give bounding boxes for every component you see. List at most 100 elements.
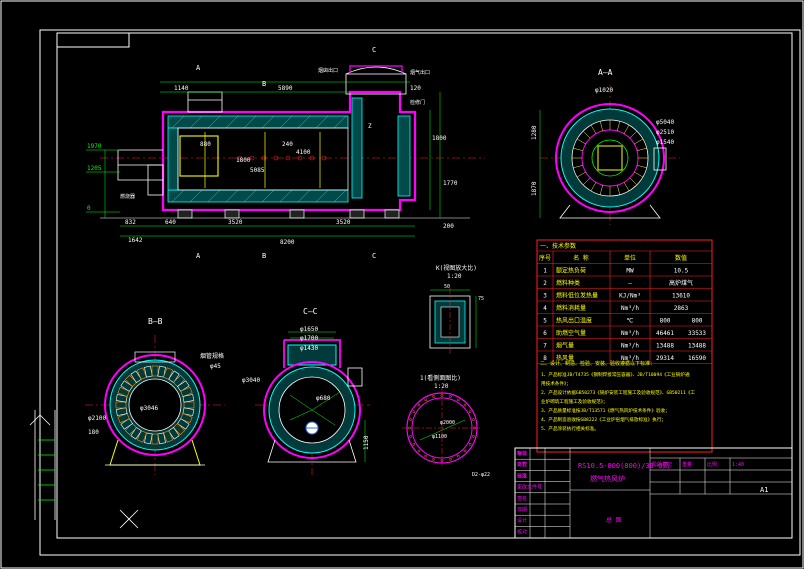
heat-tube: [120, 380, 133, 392]
heat-tube: [124, 422, 138, 436]
tb-cell-label: 批准: [517, 472, 527, 479]
section-marker: A: [196, 64, 201, 72]
table-cell: 13488: [656, 343, 674, 350]
table-cell: 46461: [656, 330, 674, 337]
tube-spoke: [582, 130, 591, 139]
dim-label: φ1700: [300, 335, 318, 342]
section-b-b-view: B—B φ3046 φ2100 180 烟管规格 φ45: [85, 317, 225, 475]
table-cell: 10.5: [674, 268, 689, 275]
level-label: 1205: [87, 165, 102, 172]
section-marker: C: [372, 252, 376, 260]
view-scale: 1:20: [434, 383, 449, 390]
table-title: 一、技术参数: [540, 242, 576, 250]
detail-ring-view: 1(看侧面图比) 1:20 φ1100 φ2000 D2-φ22: [402, 374, 490, 478]
dim-label: 3520: [228, 219, 243, 226]
table-cell: 2863: [674, 305, 689, 312]
table-cell: 8: [543, 355, 547, 362]
table-cell: ℃: [627, 318, 634, 325]
tb-right-cell: 比例: [707, 461, 717, 468]
note-line: 业炉砌筑工程施工及验收规范》；: [541, 398, 608, 405]
heat-tube: [115, 394, 128, 403]
view-title: K(视图放大比): [436, 264, 477, 272]
heat-tube: [182, 407, 195, 416]
heat-tube: [180, 386, 193, 398]
dim-label: φ2510: [656, 129, 674, 136]
heat-tube: [162, 430, 174, 443]
tube-spoke: [590, 182, 597, 192]
dim-label: φ680: [316, 395, 331, 402]
main-elevation-view: 1970 1205 0 1140 5890 120 832 640 3520 3…: [86, 46, 485, 260]
tube-spoke: [617, 184, 621, 195]
dim-label: 1280: [531, 125, 538, 140]
tube-spoke: [634, 171, 644, 178]
view-scale: 1:20: [447, 273, 462, 280]
dim-label: φ3046: [140, 405, 158, 412]
section-marker: B: [262, 252, 266, 260]
note-line: 5、产品涂装执行相关标准。: [541, 425, 599, 432]
table-cell: 热风量: [556, 354, 574, 362]
heat-tube: [115, 401, 127, 409]
dim-label: φ5040: [656, 119, 674, 126]
dim-label: 8200: [280, 239, 295, 246]
view-title: B—B: [148, 317, 163, 326]
table-cell: 3: [543, 293, 547, 300]
dim-label: 1150: [363, 435, 370, 450]
table-cell: 13488: [688, 343, 706, 350]
table-header: 序号: [539, 254, 551, 262]
dim-label: φ2000: [440, 420, 455, 426]
dim-label: 880: [200, 141, 211, 148]
table-cell: 800: [692, 318, 703, 325]
dim-label: 1870: [531, 181, 538, 196]
heat-tube: [117, 386, 130, 398]
tube-spoke: [629, 130, 638, 139]
table-header: 单位: [624, 254, 636, 262]
bolt-hole: [417, 403, 421, 407]
heat-tube: [182, 394, 195, 403]
level-label: 1970: [87, 143, 102, 150]
tube-spoke: [636, 147, 647, 151]
table-cell: 燃料种类: [556, 279, 580, 287]
table-cell: 13610: [672, 293, 690, 300]
level-label: 0: [87, 205, 91, 212]
table-cell: 高炉煤气: [669, 279, 693, 287]
dim-label: D2-φ22: [472, 472, 490, 478]
heat-tube: [151, 365, 159, 377]
tube-spoke: [576, 171, 586, 178]
tube-spoke: [599, 184, 603, 195]
note-line: 3、产品质量标准按JB/T13571《燃气热风炉技术条件》验收；: [541, 407, 670, 414]
table-cell: 燃料消耗量: [556, 304, 586, 312]
bolt-hole: [424, 454, 428, 458]
bolt-hole: [468, 442, 472, 446]
table-cell: 7: [543, 343, 547, 350]
tb-right-cell: 阶段标记: [652, 461, 672, 468]
dim-label: 640: [165, 219, 176, 226]
note-line: 用技术条件》；: [541, 380, 571, 387]
table-cell: 额定热负荷: [556, 267, 586, 275]
tb-right-cell: 重量: [682, 461, 692, 468]
table-cell: 烟气量: [556, 342, 574, 350]
heat-tube: [162, 367, 174, 380]
heat-tube: [177, 418, 190, 430]
section-c-c-view: C—C φ1650 φ1700 φ1430 φ3040 φ680 11: [242, 307, 370, 475]
note-line: 1、产品标准JB/T4735《钢制焊接常压容器》、JB/T10094《工业锅炉通: [541, 371, 690, 378]
tb-cell-label: 设计: [517, 517, 527, 524]
tb-cell-label: 标记: [517, 450, 527, 457]
dim-label: 1770: [443, 180, 458, 187]
tb-cell-label: 签名: [517, 495, 527, 502]
heat-tube: [144, 365, 153, 378]
table-cell: 5: [543, 318, 547, 325]
section-marker: C: [372, 46, 376, 54]
table-cell: 16590: [688, 355, 706, 362]
dim-label: 120: [410, 85, 421, 92]
bolt-hole: [409, 418, 412, 421]
tube-spoke: [590, 124, 597, 134]
table-cell: MW: [626, 268, 634, 275]
bolt-hole: [463, 403, 467, 407]
equipment-name: 燃气热风炉: [590, 474, 625, 483]
bolt-hole: [449, 395, 452, 398]
dim-label: 3520: [336, 219, 351, 226]
heat-tube: [144, 432, 153, 445]
